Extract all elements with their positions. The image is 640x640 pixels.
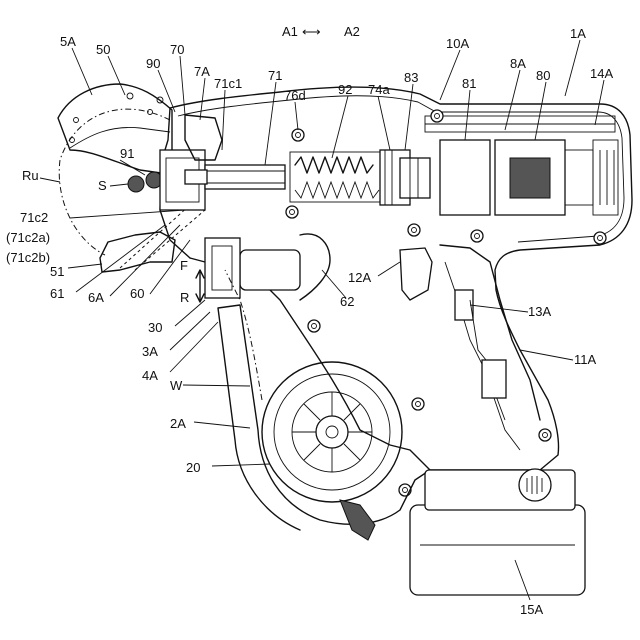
label-70: 70 (170, 42, 184, 57)
motor-core (510, 158, 550, 198)
label-74a: 74a (368, 82, 390, 97)
label-11A: 11A (574, 352, 596, 367)
reel-lever (340, 500, 375, 540)
label-S: S (98, 178, 107, 193)
label-15A: 15A (520, 602, 543, 617)
label-71c2: 71c2 (20, 210, 48, 225)
label-12A: 12A (348, 270, 371, 285)
reducer-81 (440, 140, 490, 215)
label-71: 71 (268, 68, 282, 83)
label-13A: 13A (528, 304, 551, 319)
label-51: 51 (50, 264, 64, 279)
link-bracket (240, 250, 300, 290)
label-30: 30 (148, 320, 162, 335)
label-8A: 8A (510, 56, 526, 71)
trigger (400, 248, 432, 300)
front-module (205, 238, 240, 298)
label-71c2a: (71c2a) (6, 230, 50, 245)
curl-guide-pin-1 (127, 93, 133, 99)
direction-indicator: A1 ⟷ A2 (282, 24, 360, 39)
twisting-shaft (205, 165, 285, 189)
direction-a2: A2 (344, 24, 360, 39)
label-60: 60 (130, 286, 144, 301)
return-spring-lower (295, 182, 379, 198)
label-92: 92 (338, 82, 352, 97)
label-10A: 10A (446, 36, 469, 51)
label-90: 90 (146, 56, 160, 71)
label-5A: 5A (60, 34, 76, 49)
curl-guide-inner (70, 127, 170, 148)
label-50: 50 (96, 42, 110, 57)
label-83: 83 (404, 70, 418, 85)
gear-block-2 (400, 158, 430, 198)
label-81: 81 (462, 76, 476, 91)
label-F: F (180, 258, 188, 273)
battery-15A (410, 505, 585, 595)
label-7A: 7A (194, 64, 210, 79)
curl-guide-outer (58, 84, 175, 175)
label-71c2b: (71c2b) (6, 250, 50, 265)
wire-reel-hub (316, 416, 348, 448)
label-80: 80 (536, 68, 550, 83)
label-14A: 14A (590, 66, 613, 81)
label-W: W (170, 378, 183, 393)
rebar-left (128, 176, 144, 192)
label-20: 20 (186, 460, 200, 475)
grip-connector (482, 360, 506, 398)
label-Ru: Ru (22, 168, 39, 183)
shaft-hook (185, 170, 207, 184)
return-spring (295, 157, 373, 173)
label-R: R (180, 290, 189, 305)
label-76d: 76d (284, 88, 306, 103)
label-71c1: 71c1 (214, 76, 242, 91)
label-1A: 1A (570, 26, 586, 41)
lower-guide-link (120, 205, 205, 270)
label-6A: 6A (88, 290, 104, 305)
label-62: 62 (340, 294, 354, 309)
motor-brush (565, 150, 593, 205)
label-4A: 4A (142, 368, 158, 383)
direction-arrow: ⟷ (302, 24, 321, 39)
battery-release (519, 469, 551, 501)
curl-guide-pin-4 (74, 118, 79, 123)
label-61: 61 (50, 286, 64, 301)
spring-housing (290, 152, 390, 202)
label-91: 91 (120, 146, 134, 161)
battery-top (425, 470, 575, 510)
arm-62 (300, 234, 330, 300)
label-3A: 3A (142, 344, 158, 359)
label-2A: 2A (170, 416, 186, 431)
direction-a1: A1 (282, 24, 298, 39)
